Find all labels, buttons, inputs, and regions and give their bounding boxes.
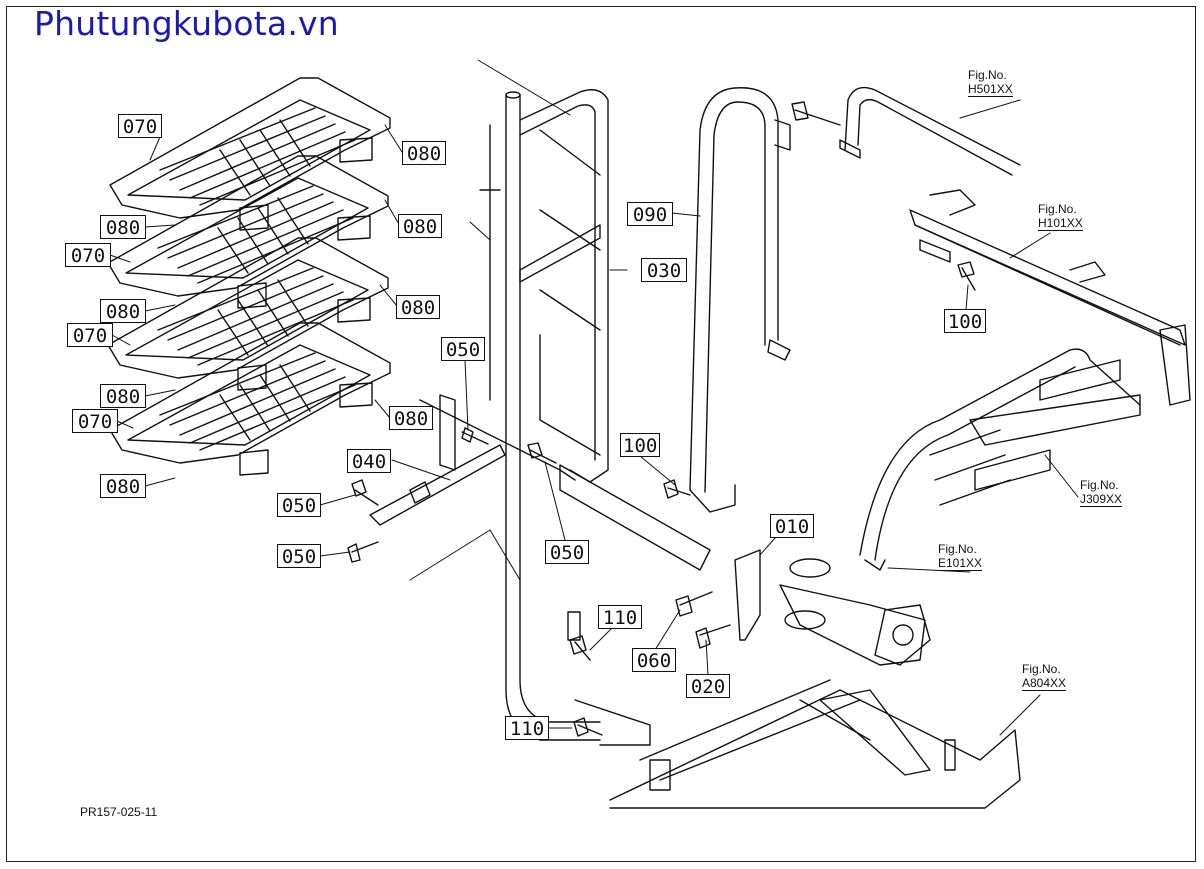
part-label-050: 050 [277, 493, 321, 517]
part-label-050: 050 [441, 337, 485, 361]
part-label-070: 070 [72, 409, 118, 433]
step-plate-2 [107, 155, 389, 309]
part-label-030: 030 [641, 258, 687, 282]
part-label-040: 040 [347, 449, 391, 473]
figure-ref-prefix: Fig.No. [1038, 202, 1077, 216]
part-label-080: 080 [100, 474, 146, 498]
figure-ref-prefix: Fig.No. [1022, 662, 1061, 676]
upper-rail [839, 86, 1021, 176]
figure-ref-code: J309XX [1080, 492, 1123, 507]
figure-ref-prefix: Fig.No. [968, 68, 1007, 82]
figure-ref-prefix: Fig.No. [1080, 478, 1119, 492]
figure-ref-h101: Fig.No. H101XX [1038, 202, 1083, 231]
part-label-010: 010 [770, 514, 814, 538]
figure-ref-h501: Fig.No. H501XX [968, 68, 1013, 97]
part-label-080: 080 [389, 406, 433, 430]
part-label-100: 100 [944, 309, 986, 333]
part-label-110: 110 [505, 716, 549, 740]
part-label-070: 070 [118, 114, 162, 138]
figure-ref-code: A804XX [1022, 676, 1067, 691]
part-label-080: 080 [398, 214, 442, 238]
frame-a804 [609, 679, 1021, 809]
figure-ref-j309: Fig.No. J309XX [1080, 478, 1123, 507]
part-label-080: 080 [100, 215, 146, 239]
figure-ref-code: E101XX [938, 556, 983, 571]
step-plate-4 [109, 322, 391, 476]
figure-ref-a804: Fig.No. A804XX [1022, 662, 1067, 691]
figure-ref-code: H501XX [968, 82, 1013, 97]
bolts [347, 101, 976, 737]
leader-lines [109, 59, 1079, 736]
part-label-080: 080 [100, 384, 146, 408]
part-label-080: 080 [396, 295, 440, 319]
figure-ref-prefix: Fig.No. [938, 542, 977, 556]
frame-j309 [859, 348, 1141, 571]
part-label-020: 020 [686, 674, 730, 698]
step-plate-3 [107, 237, 389, 391]
step-plate-1 [109, 77, 391, 231]
drawing-frame [6, 6, 1196, 862]
bracket-and-pipe [559, 464, 931, 666]
part-label-110: 110 [598, 605, 642, 629]
handrail [689, 87, 791, 513]
part-label-090: 090 [627, 202, 673, 226]
part-label-050: 050 [277, 544, 321, 568]
part-label-080: 080 [100, 299, 146, 323]
part-label-080: 080 [402, 141, 446, 165]
figure-ref-code: H101XX [1038, 216, 1083, 231]
part-label-070: 070 [67, 323, 113, 347]
mount-bracket [369, 394, 506, 526]
part-label-050: 050 [545, 540, 589, 564]
site-title: Phutungkubota.vn [34, 4, 339, 43]
part-label-100: 100 [620, 433, 660, 457]
drawing-code: PR157-025-11 [80, 805, 158, 819]
figure-ref-e101: Fig.No. E101XX [938, 542, 983, 571]
frame-h101 [909, 189, 1191, 406]
part-label-060: 060 [632, 648, 676, 672]
part-label-070: 070 [65, 243, 111, 267]
